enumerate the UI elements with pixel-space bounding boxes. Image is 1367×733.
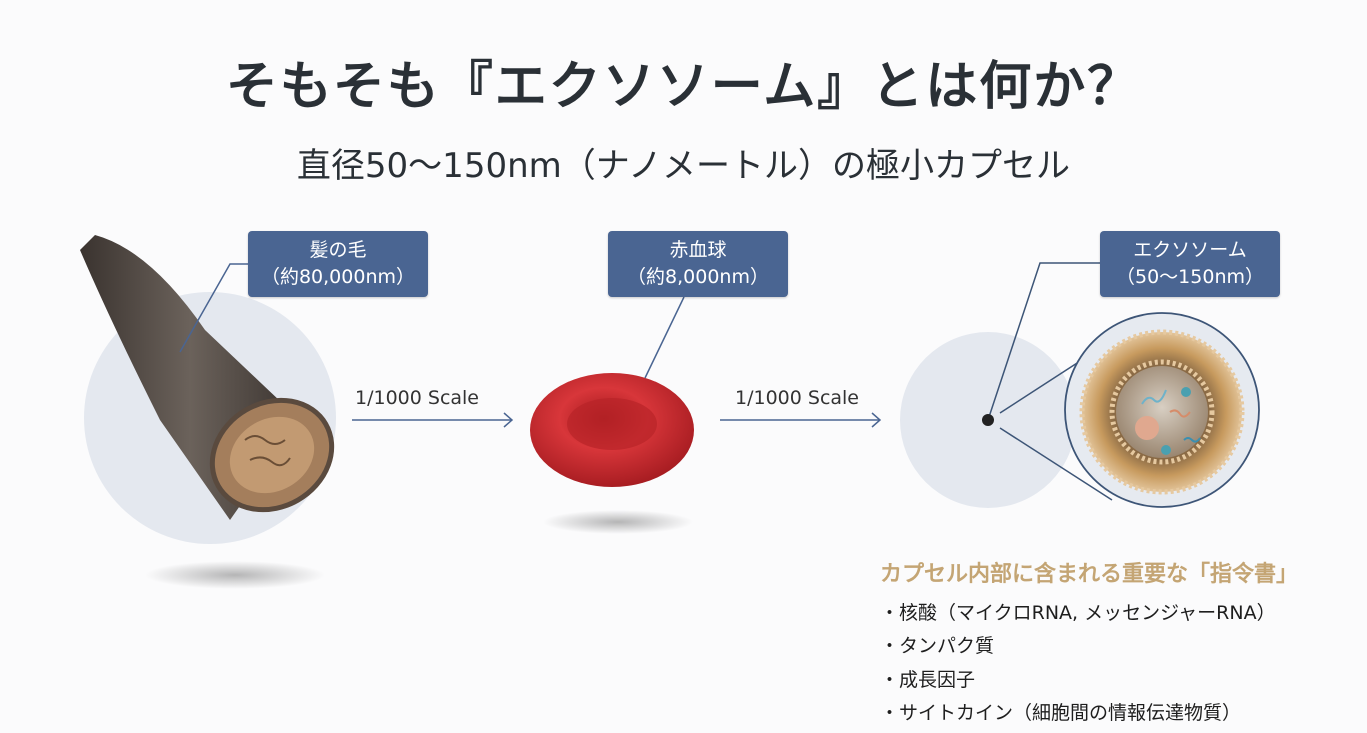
page-subtitle: 直径50〜150nm（ナノメートル）の極小カプセル <box>296 146 1071 186</box>
scale-label-1: 1/1000 Scale <box>355 387 480 409</box>
exosome-label: エクソソーム （50〜150nm） <box>1100 231 1280 297</box>
scale-arrow-1 <box>352 412 514 428</box>
hair-label: 髪の毛 （約80,000nm） <box>248 231 428 297</box>
exosome-label-name: エクソソーム <box>1133 239 1247 261</box>
scale-arrow-2 <box>720 412 882 428</box>
hair-label-size: （約80,000nm） <box>260 266 416 288</box>
exosome-label-size: （50〜150nm） <box>1116 266 1264 288</box>
hair-leader-line <box>179 263 248 353</box>
rbc-label-size: （約8,000nm） <box>627 266 769 288</box>
red-blood-cell-illustration <box>530 373 694 534</box>
contents-heading: カプセル内部に含まれる重要な「指令書」 <box>880 562 1299 587</box>
exosome-illustration <box>900 262 1260 508</box>
contents-bullet: ・タンパク質 <box>880 635 995 657</box>
rbc-leader-line <box>644 296 685 379</box>
page-title: そもそも『エクソソーム』とは何か？ <box>225 57 1142 117</box>
contents-bullet: ・核酸（マイクロRNA, メッセンジャーRNA） <box>880 602 1276 624</box>
contents-bullet: ・サイトカイン（細胞間の情報伝達物質） <box>880 702 1242 724</box>
rbc-label-name: 赤血球 <box>669 239 727 261</box>
hair-label-name: 髪の毛 <box>309 239 367 261</box>
rbc-label: 赤血球 （約8,000nm） <box>608 231 788 297</box>
contents-bullet: ・成長因子 <box>880 669 976 691</box>
scale-label-2: 1/1000 Scale <box>735 387 860 409</box>
hair-illustration <box>80 235 336 589</box>
